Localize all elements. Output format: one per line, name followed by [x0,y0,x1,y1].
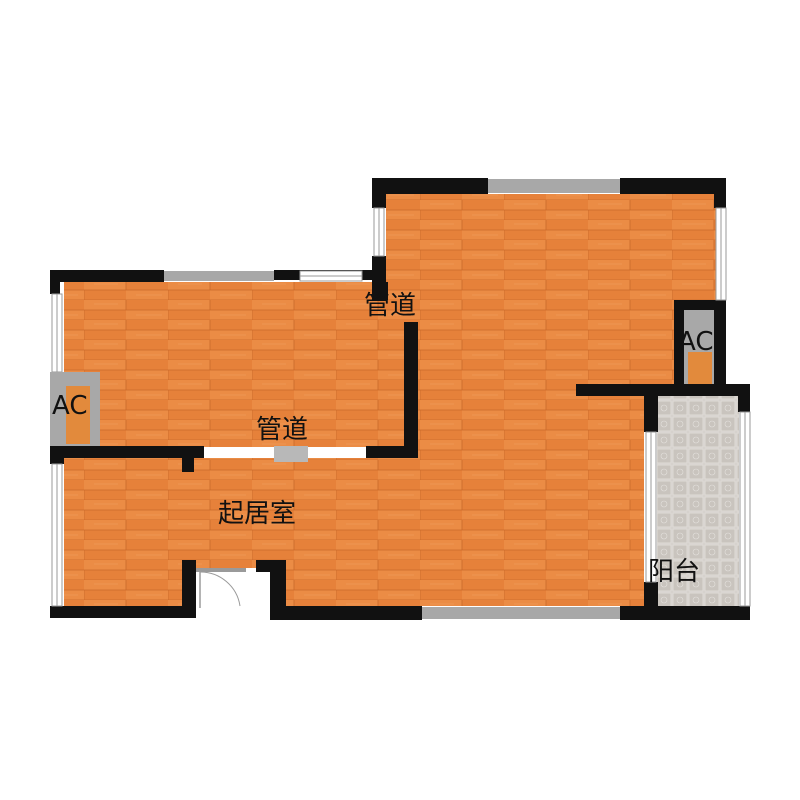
ac-label-left: AC [52,391,87,421]
entry-door[interactable] [196,568,246,608]
walls [50,178,750,620]
shaft-box [274,446,308,462]
ac-unit-right [684,310,714,384]
room-label-balcony: 阳台 [648,557,700,587]
windows [51,179,751,619]
shaft-label-center: 管道 [256,415,308,445]
ac-label-right: AC [678,327,713,357]
shaft-label-top: 管道 [364,291,416,321]
wood-floor [64,194,716,606]
room-label-living: 起居室 [218,499,296,529]
ac-unit-left [50,372,100,446]
balcony-tile-floor [657,396,739,606]
